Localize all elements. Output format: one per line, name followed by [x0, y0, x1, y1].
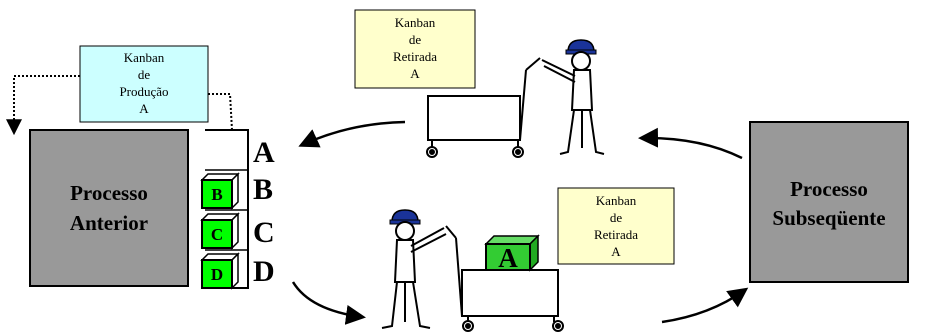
stock-box-d: D — [200, 252, 240, 290]
withdrawal-kanban-top-line1: Kanban — [395, 15, 436, 30]
production-kanban-loop-right — [208, 93, 233, 131]
slot-label-a: A — [253, 136, 275, 169]
flow-arrow-from-rack — [291, 281, 366, 325]
production-kanban-line4: A — [139, 101, 149, 116]
cart-top — [426, 57, 541, 158]
slot-label-d: D — [253, 255, 275, 288]
withdrawal-kanban-card-bottom: Kanban de Retirada A — [557, 187, 675, 265]
production-kanban-line2: de — [138, 67, 151, 82]
flow-arrow-to-previous — [298, 120, 406, 148]
next-process-label-line2: Subseqüente — [772, 206, 885, 230]
stock-box-b-letter: B — [211, 185, 222, 204]
slot-label-c: C — [253, 216, 275, 249]
stock-box-c-letter: C — [211, 225, 223, 244]
next-process-label-line1: Processo — [790, 177, 868, 201]
withdrawal-kanban-bottom-line1: Kanban — [596, 193, 637, 208]
flow-arrow-to-next — [661, 287, 749, 324]
production-kanban-line1: Kanban — [124, 50, 165, 65]
worker-bottom — [381, 209, 447, 329]
previous-process-label-line2: Anterior — [70, 211, 148, 235]
stock-box-c: C — [200, 212, 240, 250]
previous-process-label-line1: Processo — [70, 181, 148, 205]
withdrawal-kanban-card-top: Kanban de Retirada A — [354, 9, 476, 89]
withdrawal-kanban-bottom-line4: A — [611, 244, 621, 259]
production-kanban-line3: Produção — [119, 84, 168, 99]
cart-box-a-letter: A — [498, 243, 518, 273]
cart-bottom — [445, 225, 564, 332]
worker-top — [541, 39, 605, 155]
withdrawal-kanban-top-line3: Retirada — [393, 49, 437, 64]
flow-arrow-to-withdrawal-top — [638, 127, 743, 160]
withdrawal-kanban-bottom-line3: Retirada — [594, 227, 638, 242]
cart-box-a: A — [484, 234, 540, 273]
withdrawal-kanban-top-line2: de — [409, 32, 422, 47]
withdrawal-kanban-top-line4: A — [410, 66, 420, 81]
slot-label-b: B — [253, 173, 273, 206]
stock-box-d-letter: D — [211, 265, 223, 284]
stock-box-b: B — [200, 172, 240, 210]
production-kanban-card: Kanban de Produção A — [79, 45, 209, 123]
withdrawal-kanban-bottom-line2: de — [610, 210, 623, 225]
production-kanban-loop-left — [6, 75, 80, 136]
previous-process-block: Processo Anterior — [29, 129, 189, 287]
next-process-block: Processo Subseqüente — [749, 121, 909, 283]
